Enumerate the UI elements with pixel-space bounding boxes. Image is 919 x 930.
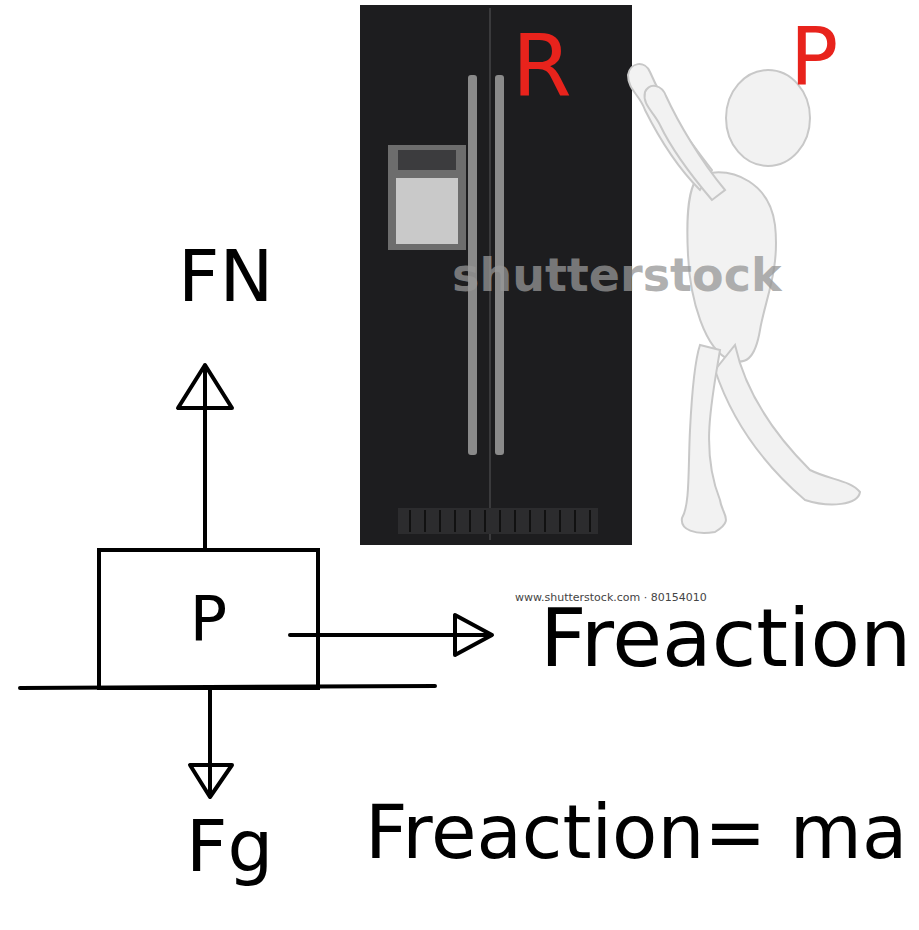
handwritten-label: P bbox=[790, 18, 838, 98]
dispenser-recess bbox=[396, 178, 458, 244]
force-label: Freaction bbox=[540, 598, 911, 679]
force-diagram bbox=[20, 365, 492, 797]
grille bbox=[398, 508, 598, 534]
equation: Freaction= ma bbox=[365, 795, 907, 869]
box-label: P bbox=[190, 588, 227, 650]
grille-slats bbox=[410, 510, 590, 532]
dispenser-panel bbox=[398, 150, 456, 170]
pushing-figure bbox=[628, 64, 860, 533]
arrowhead bbox=[178, 365, 232, 408]
force-label: Fg bbox=[186, 810, 273, 882]
normal-force-arrow bbox=[203, 368, 207, 548]
arrowhead bbox=[455, 615, 492, 655]
watermark: shutterstock bbox=[452, 252, 782, 298]
handwritten-label: R bbox=[512, 22, 572, 108]
force-label: FN bbox=[178, 240, 273, 312]
dispenser bbox=[388, 145, 466, 250]
gravity-arrow bbox=[208, 690, 212, 795]
body-box: P bbox=[97, 548, 320, 690]
arrowhead bbox=[190, 765, 232, 797]
